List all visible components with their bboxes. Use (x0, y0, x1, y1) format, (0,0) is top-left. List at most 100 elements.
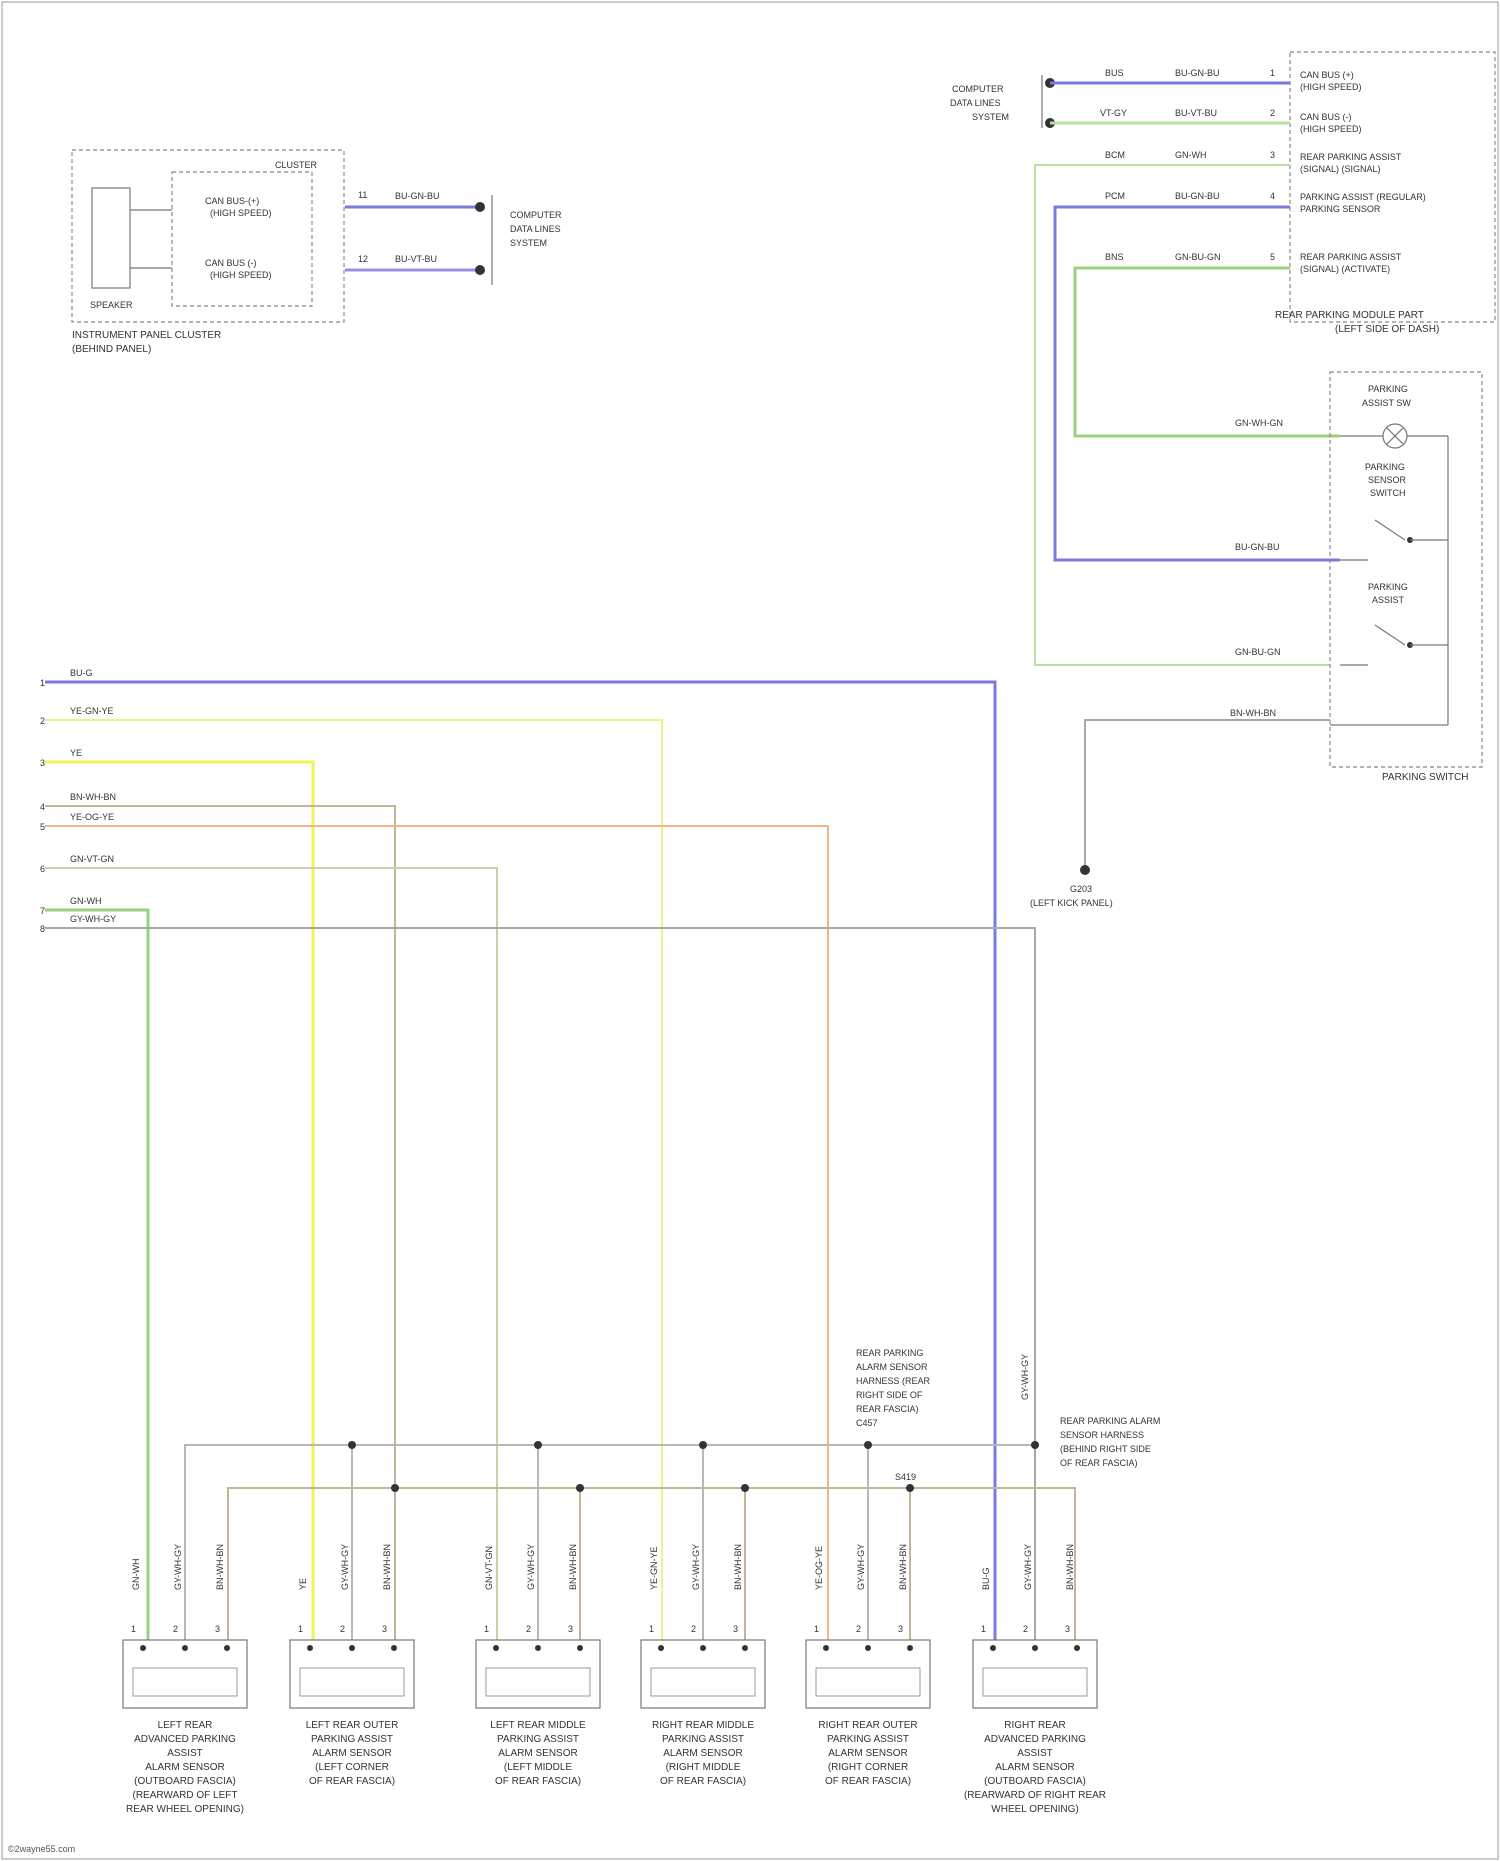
ground-label-1: G203 (1070, 884, 1092, 894)
module-row-4: PCM BU-GN-BU 4 PARKING ASSIST (REGULAR) … (1105, 191, 1426, 214)
sensor-caption-line: (REARWARD OF LEFT (132, 1790, 237, 1801)
sensor-wire-label: GY-WH-GY (526, 1544, 536, 1590)
module-row-1-wire: BU-GN-BU (1175, 68, 1220, 78)
sensor-wire-label: GN-WH (131, 1559, 141, 1591)
splice-dot (348, 1441, 356, 1449)
cluster-pin-2: 12 (358, 254, 368, 264)
module-row-2: VT-GY BU-VT-BU 2 CAN BUS (-) (HIGH SPEED… (1100, 108, 1362, 134)
sensor-caption-line: ASSIST (167, 1748, 203, 1759)
sensor-pin-number: 1 (298, 1624, 303, 1634)
module-row-3-wire: GN-WH (1175, 150, 1207, 160)
parking-switch-group: PARKING ASSIST SW PARKING SENSOR SWITCH … (1030, 372, 1482, 908)
switch-1-blade (1375, 520, 1405, 540)
harness-wire-7 (45, 910, 148, 1640)
splice-note-2: ALARM SENSOR (856, 1362, 928, 1372)
sensor-caption-line: (RIGHT CORNER (828, 1762, 908, 1773)
module-row-4-wire: BU-GN-BU (1175, 191, 1220, 201)
sensor-pin-number: 3 (898, 1624, 903, 1634)
cluster-terminal-1 (475, 202, 485, 212)
sensor-caption-line: (OUTBOARD FASCIA) (984, 1776, 1086, 1787)
harness-wire-4 (45, 806, 395, 1640)
sensor-pin-dot (823, 1645, 829, 1651)
sensor-caption-line: (LEFT CORNER (315, 1762, 389, 1773)
footer-credit: ©2wayne55.com (8, 1844, 75, 1854)
splice-note-4: RIGHT SIDE OF (856, 1390, 923, 1400)
sensor-wire-label: GY-WH-GY (340, 1544, 350, 1590)
sensor-wire-label: BN-WH-BN (898, 1544, 908, 1590)
cluster-dest-3: SYSTEM (510, 238, 547, 248)
cluster-pin-1: 11 (358, 190, 367, 200)
switch-led-label-3: SWITCH (1370, 488, 1406, 498)
cluster-item-1b: (HIGH SPEED) (210, 208, 272, 218)
sensor-pin-number: 2 (691, 1624, 696, 1634)
module-row-4-gauge: PCM (1105, 191, 1125, 201)
sensor-pin-dot (577, 1645, 583, 1651)
sensor-caption-line: (LEFT MIDDLE (504, 1762, 572, 1773)
harness-wire-label-1: BU-G (70, 668, 93, 678)
sensor-pin-dot (307, 1645, 313, 1651)
cluster-wire-2-label: BU-VT-BU (395, 254, 437, 264)
sensor-pin-number: 2 (173, 1624, 178, 1634)
sensor-body (133, 1668, 237, 1696)
sensor-wire-label: GY-WH-GY (691, 1544, 701, 1590)
module-row-4-desc2: PARKING SENSOR (1300, 204, 1381, 214)
module-dest-2: DATA LINES (950, 98, 1001, 108)
sensor-pin-number: 1 (484, 1624, 489, 1634)
harness-wire-8 (45, 928, 1035, 1640)
instrument-cluster-group: CLUSTER SPEAKER CAN BUS-(+) (HIGH SPEED)… (72, 150, 562, 355)
module-row-1-desc2: (HIGH SPEED) (1300, 82, 1362, 92)
harness-pin-6: 6 (40, 864, 45, 874)
sensor-body (651, 1668, 755, 1696)
module-row-2-gauge: VT-GY (1100, 108, 1127, 118)
sensor-pin-dot (391, 1645, 397, 1651)
sensor-pin-number: 2 (340, 1624, 345, 1634)
switch-2-label-2: ASSIST (1372, 595, 1405, 605)
sensor-pin-number: 2 (1023, 1624, 1028, 1634)
sensor-pin-number: 1 (814, 1624, 819, 1634)
sensor-wire-label: BN-WH-BN (215, 1544, 225, 1590)
cluster-dest-2: DATA LINES (510, 224, 561, 234)
ground-wire (1085, 720, 1330, 870)
switch-wire-2-label: BU-GN-BU (1235, 542, 1280, 552)
splice-note-1: REAR PARKING (856, 1348, 923, 1358)
sensor-wire-label: BU-G (981, 1568, 991, 1591)
sensor-pin-dot (140, 1645, 146, 1651)
sensor-caption-line: (RIGHT MIDDLE (666, 1762, 741, 1773)
harness-pin-1: 1 (40, 678, 45, 688)
module-row-3-desc2: (SIGNAL) (SIGNAL) (1300, 164, 1381, 174)
sensor-wire-label: BN-WH-BN (1065, 1544, 1075, 1590)
sensor-pin-dot (493, 1645, 499, 1651)
switch-title-2: ASSIST SW (1362, 398, 1411, 408)
harness-wire-label-2: YE-GN-YE (70, 706, 114, 716)
sensor-pin-number: 1 (649, 1624, 654, 1634)
splice-dot (1031, 1441, 1039, 1449)
splice-vertical-label: GY-WH-GY (1020, 1354, 1030, 1400)
sensor-pin-number: 3 (733, 1624, 738, 1634)
sensor-wire-label: GN-VT-GN (484, 1546, 494, 1590)
module-row-4-desc: PARKING ASSIST (REGULAR) (1300, 192, 1426, 202)
ground-terminal (1080, 865, 1090, 875)
sensor-pin-number: 2 (526, 1624, 531, 1634)
sensor-caption-line: OF REAR FASCIA) (825, 1776, 911, 1787)
cluster-inner-box (172, 172, 312, 306)
splice-dot (576, 1484, 584, 1492)
module-dest-3: SYSTEM (972, 112, 1009, 122)
sensor-pin-dot (700, 1645, 706, 1651)
harness-pin-8: 8 (40, 924, 45, 934)
sensor-body (300, 1668, 404, 1696)
speaker-label: SPEAKER (90, 300, 133, 310)
switch-caption: PARKING SWITCH (1382, 772, 1468, 783)
sensor-caption-line: OF REAR FASCIA) (309, 1776, 395, 1787)
sensors-group: 1 GN-WH 2 GY-WH-GY 3 BN-WH-BN LEFT REAR ADVANCE… (123, 1544, 1106, 1815)
module-wire-5 (1075, 268, 1340, 436)
switch-led-label-1: PARKING (1365, 462, 1405, 472)
cluster-outer-box (72, 150, 344, 322)
module-row-5-pin: 5 (1270, 252, 1275, 262)
sensor-caption-line: ADVANCED PARKING (134, 1734, 236, 1745)
cluster-dest-1: COMPUTER (510, 210, 562, 220)
sensor-caption-line: LEFT REAR (158, 1720, 213, 1731)
splice-note-5: REAR FASCIA) (856, 1404, 919, 1414)
sensor-caption-line: PARKING ASSIST (662, 1734, 744, 1745)
sensor-wire-label: BN-WH-BN (382, 1544, 392, 1590)
